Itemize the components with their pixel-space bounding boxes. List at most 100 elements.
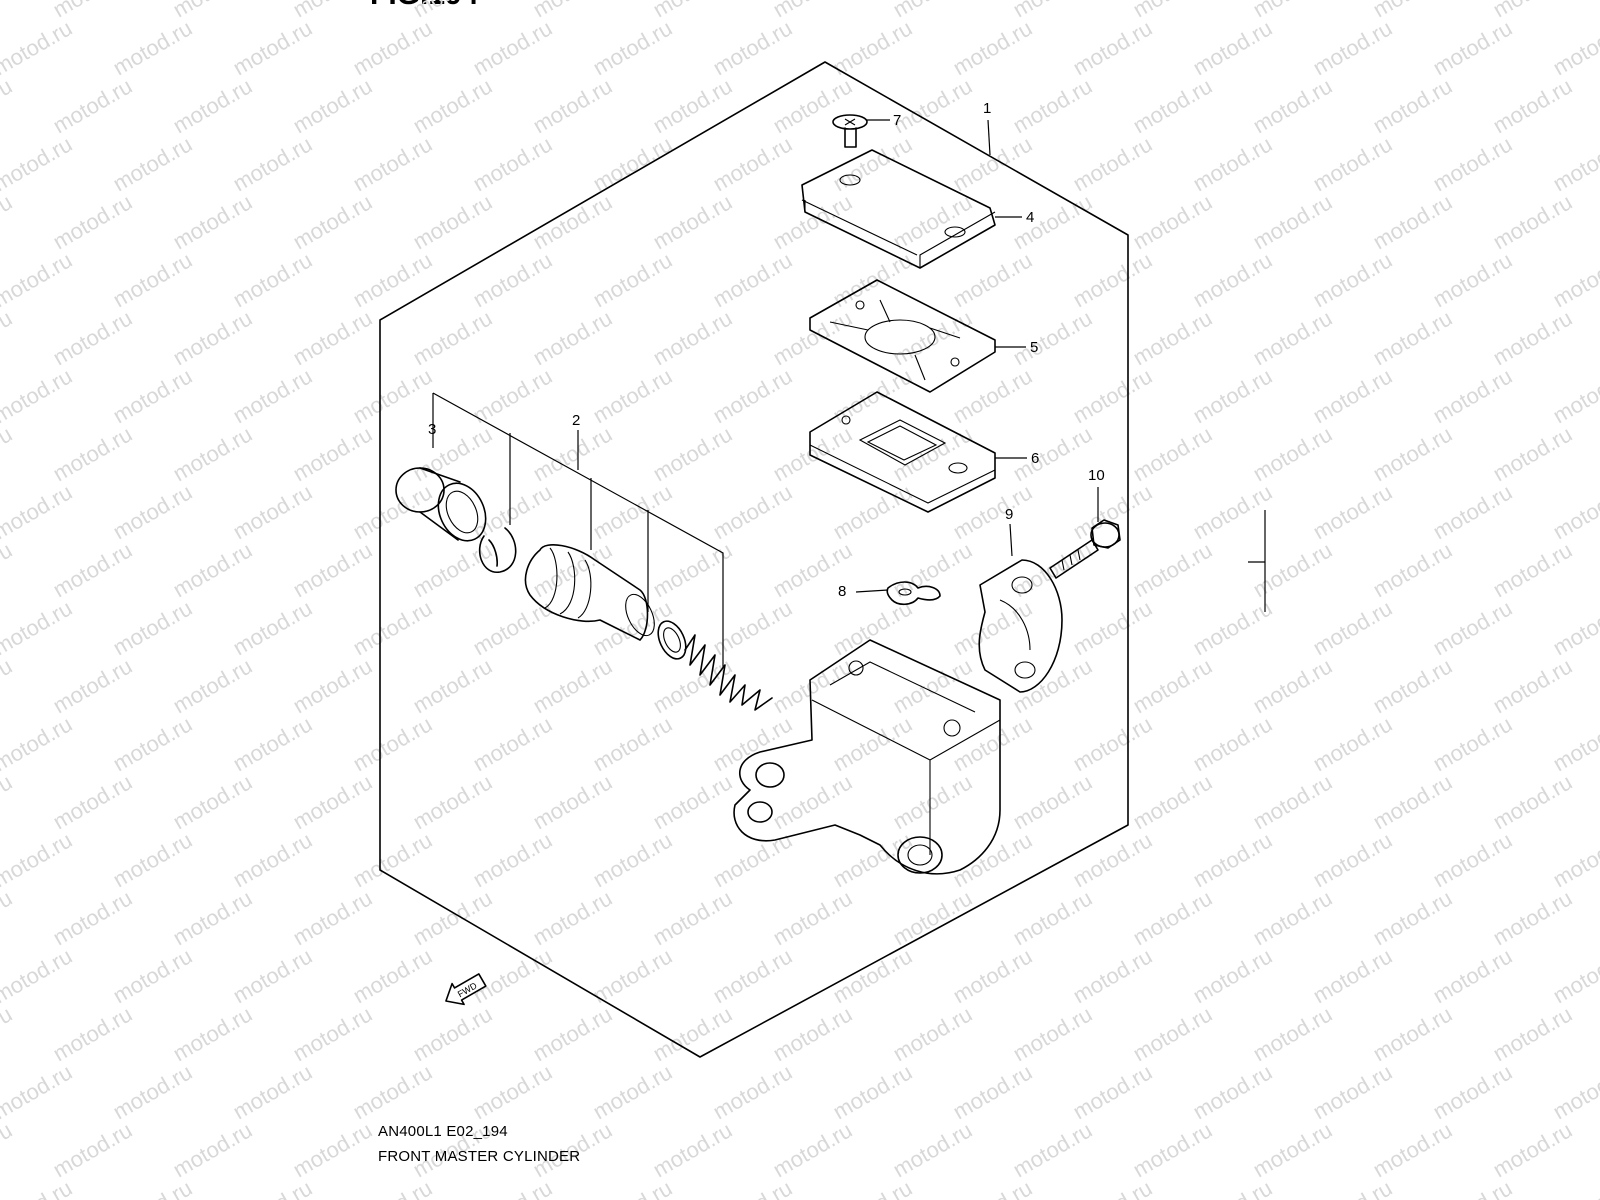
watermark-text: motod.ru — [649, 769, 737, 834]
watermark-text: motod.ru — [1489, 769, 1577, 834]
watermark-text: motod.ru — [229, 479, 317, 544]
piston-boot[interactable] — [395, 467, 495, 548]
watermark-text: motod.ru — [1489, 421, 1577, 486]
watermark-text: motod.ru — [889, 1001, 977, 1066]
watermark-text: motod.ru — [589, 595, 677, 660]
watermark-text: motod.ru — [169, 653, 257, 718]
watermark-text: motod.ru — [0, 247, 76, 312]
callout-1: 1 — [983, 100, 991, 117]
watermark-text: motod.ru — [709, 827, 797, 892]
watermark-text: motod.ru — [1489, 885, 1577, 950]
watermark-text: motod.ru — [1249, 421, 1337, 486]
watermark-text: motod.ru — [1369, 1117, 1457, 1182]
watermark-text: motod.ru — [829, 479, 917, 544]
watermark-text: motod.ru — [289, 305, 377, 370]
watermark-text: motod.ru — [1429, 479, 1517, 544]
watermark-text: motod.ru — [949, 479, 1037, 544]
watermark-text: motod.ru — [229, 943, 317, 1008]
watermark-text: motod.ru — [49, 537, 137, 602]
reservoir-diaphragm[interactable] — [809, 391, 996, 513]
watermark-text: motod.ru — [0, 711, 76, 776]
watermark-text: motod.ru — [1009, 73, 1097, 138]
watermark-text: motod.ru — [1129, 1001, 1217, 1066]
watermark-text: motod.ru — [49, 305, 137, 370]
watermark-text: motod.ru — [1489, 189, 1577, 254]
watermark-text: motod.ru — [0, 363, 76, 428]
watermark-text: motod.ru — [649, 305, 737, 370]
watermark-text: motod.ru — [1369, 305, 1457, 370]
watermark-text: motod.ru — [529, 305, 617, 370]
watermark-text: motod.ru — [1249, 885, 1337, 950]
watermark-text: motod.ru — [109, 247, 197, 312]
diaphragm-plate[interactable] — [809, 279, 996, 393]
master-cylinder-body[interactable] — [733, 639, 1001, 875]
watermark-text: motod.ru — [829, 131, 917, 196]
watermark-text: motod.ru — [349, 711, 437, 776]
watermark-text: motod.ru — [589, 15, 677, 80]
watermark-text: motod.ru — [949, 247, 1037, 312]
watermark-text: motod.ru — [1309, 363, 1397, 428]
wing-nut[interactable] — [886, 581, 941, 606]
figure-title: FIG.194 — [370, 0, 478, 10]
watermark-text: motod.ru — [469, 943, 557, 1008]
watermark-text: motod.ru — [589, 247, 677, 312]
watermark-text: motod.ru — [1549, 131, 1600, 196]
watermark-text: motod.ru — [1189, 1175, 1277, 1200]
leader-9 — [1009, 523, 1013, 557]
group-bracket-2-3 — [432, 392, 724, 668]
watermark-text: motod.ru — [889, 653, 977, 718]
watermark-text: motod.ru — [1189, 1059, 1277, 1124]
watermark-text: motod.ru — [709, 479, 797, 544]
return-spring[interactable] — [684, 634, 773, 711]
watermark-text: motod.ru — [709, 131, 797, 196]
watermark-text: motod.ru — [229, 15, 317, 80]
watermark-text: motod.ru — [1009, 1001, 1097, 1066]
watermark-text: motod.ru — [0, 1175, 76, 1200]
watermark-text: motod.ru — [169, 1117, 257, 1182]
cap-screw[interactable] — [832, 114, 868, 148]
watermark-text: motod.ru — [469, 247, 557, 312]
watermark-text: motod.ru — [0, 885, 16, 950]
watermark-text: motod.ru — [169, 73, 257, 138]
clamp-bolt[interactable] — [1049, 519, 1121, 579]
watermark-text: motod.ru — [1009, 189, 1097, 254]
watermark-text: motod.ru — [469, 363, 557, 428]
watermark-text: motod.ru — [889, 421, 977, 486]
watermark-text: motod.ru — [589, 479, 677, 544]
watermark-text: motod.ru — [49, 885, 137, 950]
watermark-text: motod.ru — [1549, 1175, 1600, 1200]
watermark-text: motod.ru — [349, 15, 437, 80]
watermark-text: motod.ru — [289, 653, 377, 718]
reference-mark — [1248, 510, 1266, 612]
handlebar-clamp[interactable] — [978, 559, 1063, 693]
watermark-text: motod.ru — [169, 769, 257, 834]
watermark-text: motod.ru — [0, 595, 76, 660]
watermark-text: motod.ru — [1189, 247, 1277, 312]
watermark-text: motod.ru — [709, 15, 797, 80]
watermark-text: motod.ru — [169, 421, 257, 486]
watermark-text: motod.ru — [1369, 189, 1457, 254]
callout-7: 7 — [893, 112, 901, 129]
watermark-text: motod.ru — [49, 1001, 137, 1066]
piston-assembly[interactable] — [524, 544, 691, 663]
assembly-outline — [379, 61, 1129, 1058]
watermark-text: motod.ru — [1009, 1117, 1097, 1182]
figure-name-caption: FRONT MASTER CYLINDER — [378, 1148, 581, 1165]
watermark-text: motod.ru — [1069, 827, 1157, 892]
watermark-text: motod.ru — [949, 1059, 1037, 1124]
watermark-text: motod.ru — [949, 15, 1037, 80]
watermark-text: motod.ru — [529, 653, 617, 718]
watermark-text: motod.ru — [1129, 885, 1217, 950]
watermark-text: motod.ru — [409, 73, 497, 138]
watermark-text: motod.ru — [1549, 827, 1600, 892]
callout-2: 2 — [572, 412, 580, 429]
watermark-text: motod.ru — [1429, 15, 1517, 80]
circlip[interactable] — [478, 527, 517, 573]
watermark-text: motod.ru — [1429, 711, 1517, 776]
watermark-text: motod.ru — [529, 73, 617, 138]
reservoir-cap[interactable] — [801, 149, 996, 269]
watermark-text: motod.ru — [1129, 653, 1217, 718]
watermark-text: motod.ru — [0, 479, 76, 544]
watermark-text: motod.ru — [769, 885, 857, 950]
